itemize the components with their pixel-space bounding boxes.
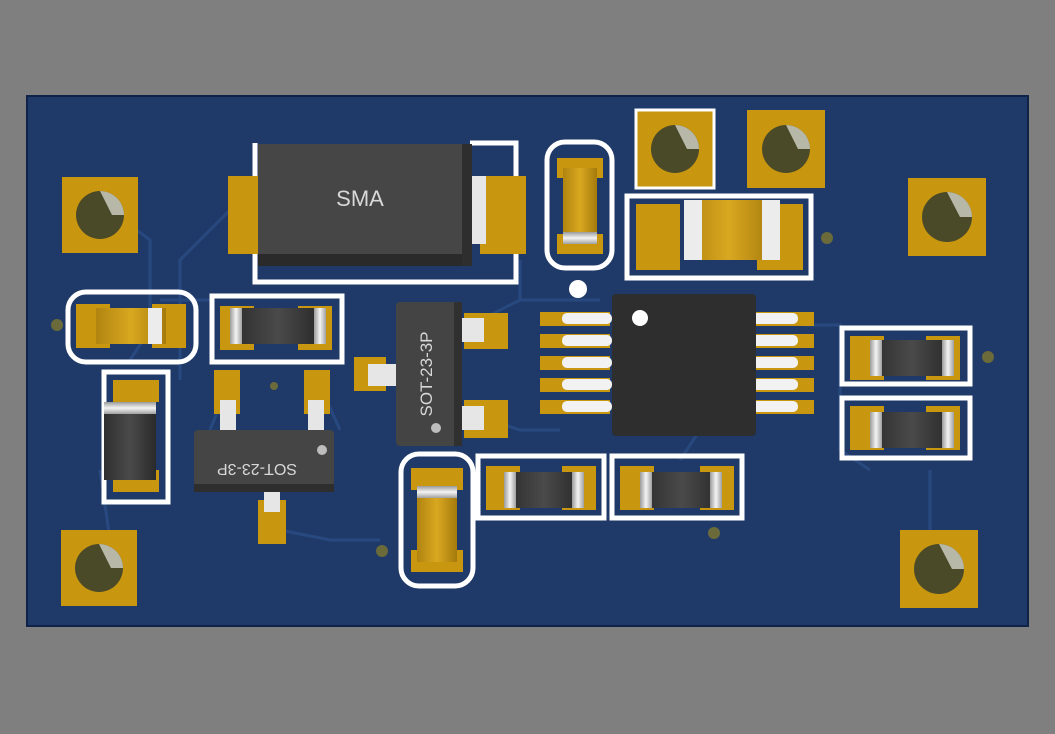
sma-package-label: SMA — [336, 186, 384, 211]
sot23-vertical: SOT-23-3P — [354, 302, 508, 446]
resistor-left-top — [209, 293, 345, 365]
mounting-pad-top-left — [62, 177, 138, 253]
mounting-pad-top-right — [908, 178, 986, 256]
mounting-pad-bottom-right — [900, 530, 978, 608]
capacitor-left-small — [65, 289, 199, 365]
header-pad-1 — [634, 108, 716, 190]
capacitor-large-top-right — [624, 193, 814, 281]
resistor-bottom-right — [609, 453, 745, 521]
msop-ic — [540, 294, 814, 436]
resistor-right-lower — [839, 395, 973, 461]
resistor-right-upper — [839, 325, 973, 387]
resistor-bottom-middle — [475, 453, 607, 521]
mounting-pad-bottom-left — [61, 530, 137, 606]
sot23-vertical-label: SOT-23-3P — [417, 331, 436, 416]
vias — [51, 232, 994, 557]
sma-diode: SMA — [228, 140, 526, 285]
capacitor-bottom-vertical — [398, 451, 476, 589]
sot23-horizontal: SOT-23-3P — [194, 370, 334, 544]
sot23-horizontal-label: SOT-23-3P — [217, 460, 297, 477]
header-pad-2 — [747, 110, 825, 188]
resistor-left-vertical — [101, 369, 171, 505]
capacitor-top-vertical — [544, 139, 615, 271]
